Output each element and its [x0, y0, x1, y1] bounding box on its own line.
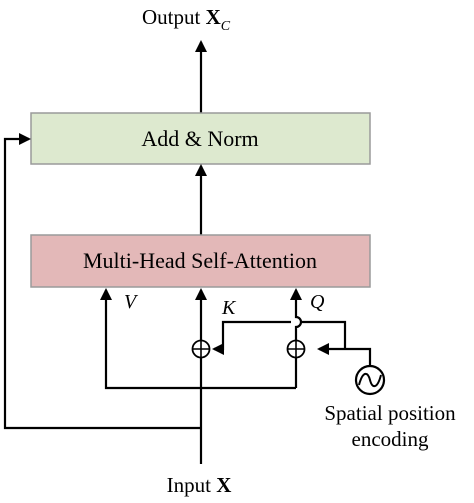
k-plus-icon [191, 339, 211, 359]
output-prefix: Output [142, 5, 206, 29]
output-subscript: C [221, 19, 231, 34]
residual-connection [3, 133, 201, 430]
input-prefix: Input [167, 473, 217, 497]
attention-box [30, 234, 371, 288]
input-symbol: X [216, 473, 231, 497]
v-label: V [124, 291, 139, 313]
input-label: Input X [167, 473, 232, 497]
k-label: K [221, 297, 237, 319]
output-symbol: X [206, 5, 221, 29]
encoding-to-k-plus-cont [212, 320, 291, 355]
sine-wave-icon [354, 364, 386, 396]
q-plus-icon [286, 339, 306, 359]
encoding-label-line2: encoding [352, 427, 429, 451]
add-norm-label: Add & Norm [141, 126, 258, 151]
output-label: Output XC [142, 5, 231, 34]
v-branch [100, 288, 201, 390]
q-label: Q [310, 291, 325, 313]
attention-label: Multi-Head Self-Attention [83, 248, 317, 273]
encoding-to-q-plus [317, 343, 372, 366]
q-input-arrow [290, 288, 303, 340]
encoding-to-k-plus [301, 320, 347, 349]
encoding-label-line1: Spatial position [324, 401, 456, 425]
